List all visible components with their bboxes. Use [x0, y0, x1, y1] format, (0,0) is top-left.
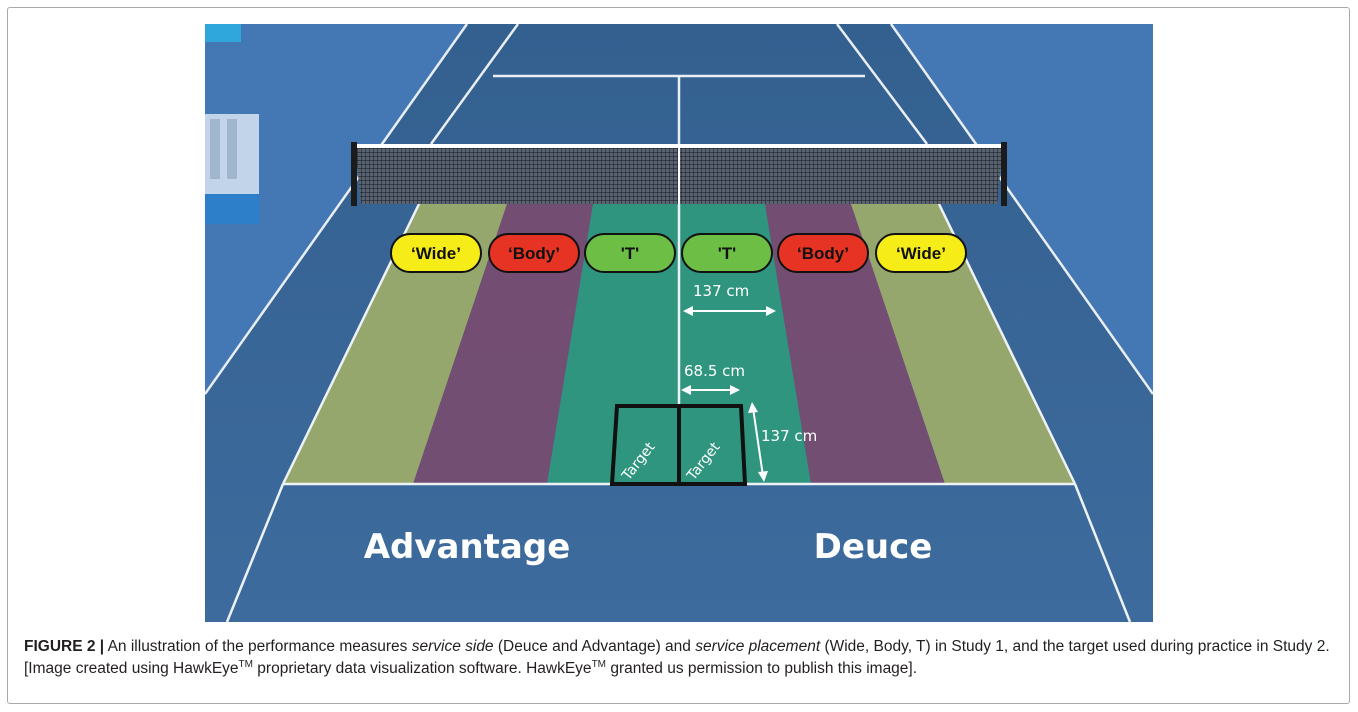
- pill-adv-t: 'T': [584, 233, 676, 273]
- zone-adv-body: [413, 204, 593, 484]
- far-court-lines: [205, 24, 1153, 395]
- pill-deuce-body: ‘Body’: [777, 233, 869, 273]
- zone-width-label: 137 cm: [693, 282, 749, 300]
- half-target-label: 68.5 cm: [684, 362, 745, 380]
- svg-text:‘Wide’: ‘Wide’: [411, 244, 461, 263]
- zone-deuce-body: [765, 204, 945, 484]
- pill-adv-wide: ‘Wide’: [390, 233, 482, 273]
- zone-deuce-wide: [851, 204, 1075, 484]
- measure-target-depth: [748, 402, 768, 482]
- measure-half-target: [681, 385, 740, 395]
- pill-adv-body: ‘Body’: [488, 233, 580, 273]
- caption-text-4: proprietary data visualization software.…: [252, 660, 592, 677]
- caption-label: FIGURE 2 |: [24, 638, 105, 655]
- zone-adv-t: [547, 204, 679, 484]
- pill-deuce-wide: ‘Wide’: [875, 233, 967, 273]
- svg-text:‘Wide’: ‘Wide’: [896, 244, 946, 263]
- caption-text-5: granted us permission to publish this im…: [606, 660, 918, 677]
- service-zones: [283, 204, 1075, 484]
- caption-trademark-2: TM: [591, 658, 607, 670]
- caption-text-1: An illustration of the performance measu…: [104, 638, 412, 655]
- svg-text:'T': 'T': [718, 244, 736, 263]
- caption-trademark-1: TM: [238, 658, 253, 670]
- zone-adv-wide: [283, 204, 507, 484]
- zone-deuce-t: [679, 204, 811, 484]
- svg-text:'T': 'T': [621, 244, 639, 263]
- umpire-chair: [205, 114, 259, 224]
- caption-text-2: (Deuce and Advantage) and: [493, 638, 696, 655]
- caption-text-3: (Wide, Body, T) in Study 1, and the targ…: [24, 638, 1330, 677]
- caption-term-service-placement: service placement: [695, 638, 821, 655]
- svg-text:‘Body’: ‘Body’: [797, 244, 849, 263]
- advantage-label: Advantage: [364, 527, 571, 567]
- target-depth-label: 137 cm: [761, 427, 817, 445]
- zone-label-pills: ‘Wide’ ‘Body’ 'T' 'T' ‘Body’ ‘Wide’: [390, 233, 967, 273]
- deuce-label: Deuce: [814, 527, 933, 567]
- tennis-court-figure: ‘Wide’ ‘Body’ 'T' 'T' ‘Body’ ‘Wide’ 137 …: [205, 24, 1153, 622]
- corner-sign: [205, 24, 241, 42]
- pill-deuce-t: 'T': [681, 233, 773, 273]
- figure-caption: FIGURE 2 | An illustration of the perfor…: [24, 636, 1334, 680]
- measure-zone-width: [683, 306, 776, 316]
- svg-text:‘Body’: ‘Body’: [508, 244, 560, 263]
- tennis-net: [351, 142, 1007, 206]
- caption-term-service-side: service side: [411, 638, 494, 655]
